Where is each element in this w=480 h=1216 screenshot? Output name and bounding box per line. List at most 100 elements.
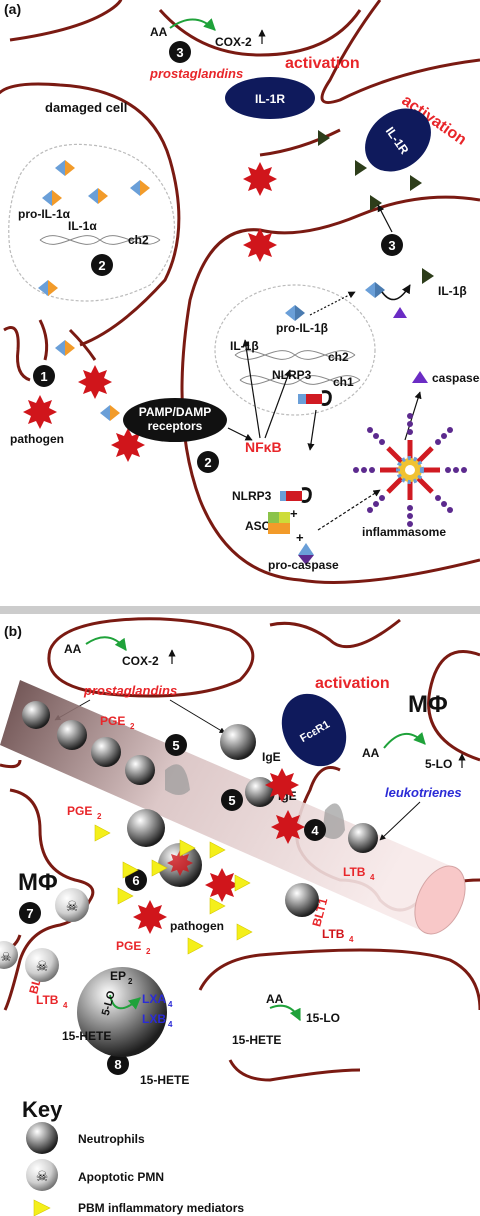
svg-text:2: 2: [130, 722, 135, 731]
step-circle: [33, 365, 55, 387]
pathogen-stars-a: [23, 162, 277, 462]
cell-membranes: [0, 0, 480, 584]
prostaglandins-label-b: prostaglandins: [83, 683, 177, 698]
engulfed-pathogen: [167, 850, 193, 876]
arrow-nlrp3-protein: [307, 409, 317, 451]
5lo-arrow: [383, 731, 426, 749]
membrane-fragment-2: [38, 319, 49, 361]
svg-text:4: 4: [370, 873, 375, 882]
step-number: 3: [388, 238, 395, 253]
caspase1-label: caspase-1: [432, 371, 480, 385]
step-number: 5: [228, 793, 235, 808]
svg-text:LXA: LXA: [142, 992, 166, 1006]
ige-label-1: IgE: [262, 750, 281, 764]
key-title: Key: [22, 1097, 63, 1122]
legend-neutrophils: Neutrophils: [78, 1132, 145, 1146]
arrow-pro-to-mature: [309, 291, 356, 316]
aa-label-b: AA: [64, 642, 82, 656]
step-number: 1: [40, 369, 47, 384]
legend-apoptotic: Apoptotic PMN: [78, 1170, 164, 1184]
nlrp3-protein-shape: [280, 487, 312, 503]
legend-neutrophil-swatch: [26, 1122, 58, 1154]
il1r-receptor-2: [365, 108, 431, 172]
procaspase-top: [298, 543, 314, 555]
asc-label: ASC: [245, 519, 271, 533]
cox2-arrow-b: [85, 636, 127, 651]
svg-text:LTB: LTB: [36, 993, 59, 1007]
svg-text:PGE: PGE: [116, 939, 141, 953]
svg-text:PGE: PGE: [100, 714, 125, 728]
plus-sign-1: +: [290, 506, 298, 521]
arrow-nfkb-gene: [242, 339, 261, 439]
plus-sign-2: +: [296, 530, 304, 545]
step-number: 8: [114, 1057, 121, 1072]
panel-b: (b) AA COX-2 prostaglandins activation: [0, 617, 480, 1087]
svg-text:☠: ☠: [66, 898, 79, 914]
il1b-molecules: [318, 130, 434, 284]
membrane-top-center: [158, 9, 362, 57]
ch1-label: ch1: [333, 375, 354, 389]
dna-left-b: [39, 235, 161, 245]
svg-text:EP: EP: [110, 969, 126, 983]
dna-right1-b: [234, 350, 356, 360]
activation-label-1: activation: [285, 55, 360, 72]
pathogen-label-a: pathogen: [10, 432, 64, 446]
step-circle: [381, 234, 403, 256]
hete-right-label: 15-HETE: [232, 1033, 281, 1047]
membrane-b-top-right: [269, 618, 401, 649]
pge2-label-3: PGE 2: [116, 939, 151, 956]
svg-text:2: 2: [97, 812, 102, 821]
pro-il1a-molecules: [38, 160, 385, 421]
nfkb-label: NFκB: [245, 439, 282, 455]
membrane-mid: [259, 128, 341, 157]
ch2-left-label: ch2: [128, 233, 149, 247]
pge2-label-2: PGE 2: [67, 804, 102, 821]
step-number: 2: [204, 455, 211, 470]
step-circle: [197, 451, 219, 473]
nlrp3-molecule-nucleus: [298, 390, 332, 406]
pamp-damp-receptor: [123, 398, 227, 442]
step-number: 5: [172, 738, 179, 753]
inner-5lo-arrow: [109, 994, 141, 1010]
receptor-line1: PAMP/DAMP: [139, 405, 211, 419]
membrane-damaged-cell: [0, 82, 181, 347]
svg-text:4: 4: [168, 1000, 173, 1009]
arrow-il1b-receptor: [377, 204, 393, 233]
ltb4-label-1: LTB 4: [343, 865, 375, 882]
svg-text:2: 2: [128, 977, 133, 986]
il1b-mature-label: IL-1β: [438, 284, 467, 298]
ch2-right-label: ch2: [328, 350, 349, 364]
activation-label-b: activation: [315, 675, 390, 692]
damaged-cell-label: damaged cell: [45, 100, 127, 115]
procaspase-label: pro-caspase: [268, 558, 339, 572]
arrow-assembly: [317, 489, 381, 531]
transmigrating-cell-2: [322, 803, 345, 839]
prostaglandins-label-a: prostaglandins: [149, 66, 243, 81]
nlrp3-gene-label: NLRP3: [272, 368, 312, 382]
lxa4-label: LXA 4: [142, 992, 173, 1009]
damaged-nucleus: [8, 143, 176, 302]
dna-right2-b: [239, 375, 361, 385]
legend-mediators: PBM inflammatory mediators: [78, 1201, 244, 1215]
step-number: 3: [176, 45, 183, 60]
aa-15lo-label: AA: [266, 992, 284, 1006]
membrane-right-cell: [180, 195, 480, 584]
apoptotic-pmn-group: ☠ ☠ ☠: [0, 888, 89, 982]
panel-divider: [0, 606, 480, 614]
aa-label-a: AA: [150, 25, 168, 39]
right-nucleus: [214, 284, 376, 416]
aa-5lo-label: AA: [362, 746, 380, 760]
step-number: 7: [26, 906, 33, 921]
hete-below-label: 15-HETE: [140, 1073, 189, 1087]
arrow-receptor-nfkb: [227, 427, 253, 441]
fcer1-receptor: [281, 693, 347, 767]
ltb4-label-2: LTB 4: [322, 927, 354, 944]
step-markers-a: 3 2 1 2 3: [33, 41, 403, 473]
membrane-top-right: [320, 0, 480, 104]
panel-b-label: (b): [4, 623, 22, 639]
lipoxin-neutrophil: [77, 967, 167, 1057]
dna-helices: [39, 235, 361, 385]
inflammasome-structure: [353, 413, 467, 527]
membrane-b-left-cell: [3, 788, 95, 1011]
